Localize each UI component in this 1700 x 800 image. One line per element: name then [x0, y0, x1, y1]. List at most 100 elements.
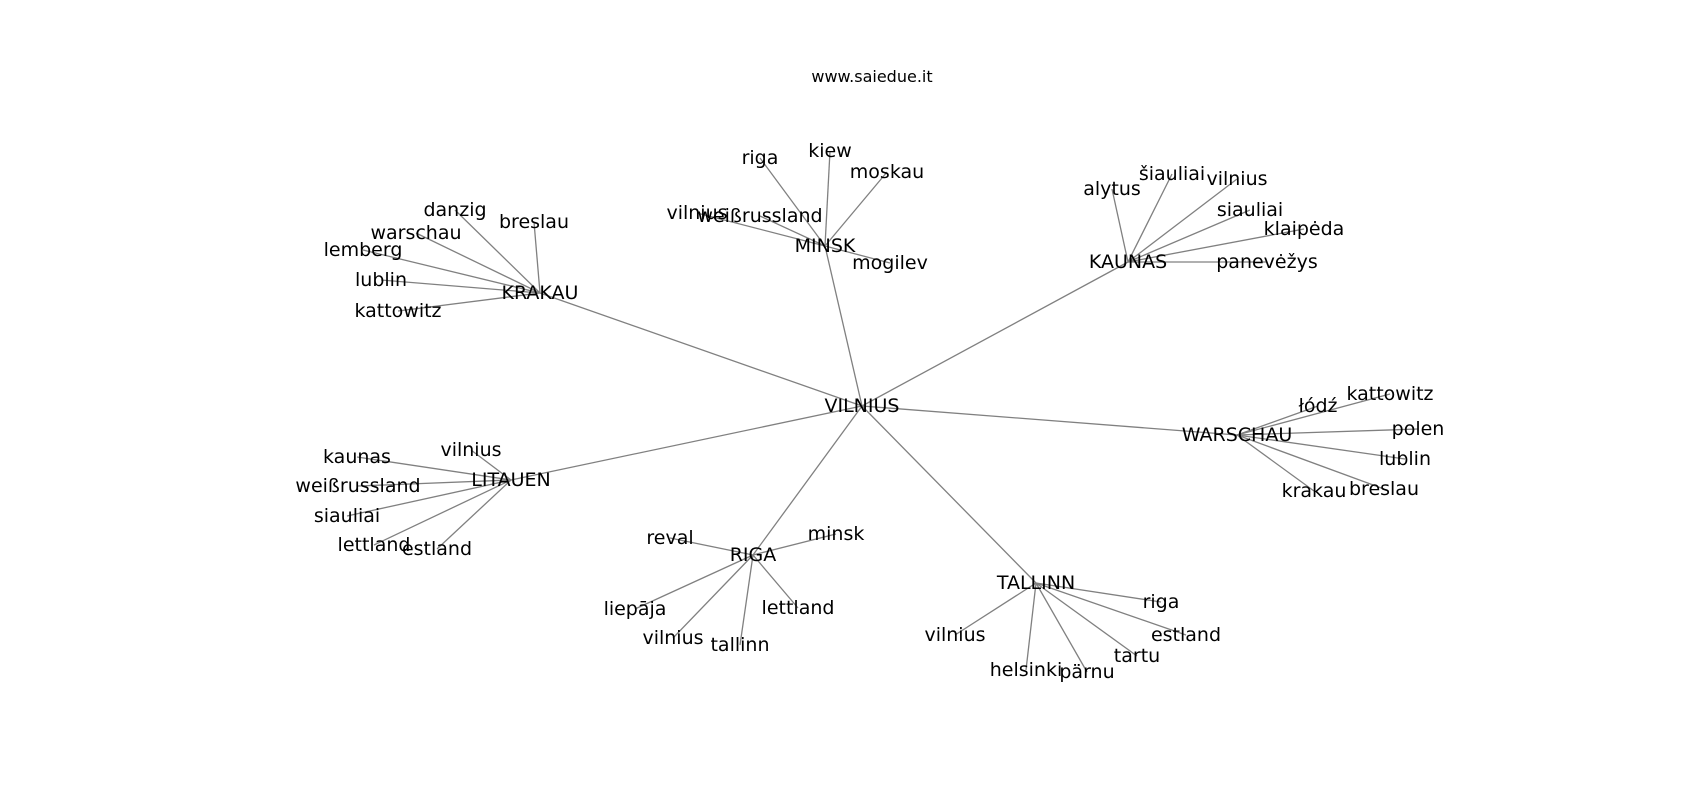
edge-tallinn-2: [1035, 582, 1187, 636]
leaf-node-label: łódź: [1298, 395, 1337, 417]
edge-minsk-3: [696, 212, 826, 247]
leaf-node-label: riga: [742, 147, 779, 169]
leaf-node-label: krakau: [1282, 480, 1347, 502]
leaf-node-label: vilnius: [642, 627, 703, 649]
edge-riga-0: [669, 537, 754, 556]
leaf-node-label: polen: [1392, 418, 1445, 440]
edge-krakau-1: [533, 221, 541, 294]
hub-node-label-riga: RIGA: [730, 544, 777, 566]
edge-krakau-5: [397, 292, 541, 312]
edge-minsk-4: [759, 215, 826, 247]
edge-tallinn-3: [1035, 582, 1138, 657]
leaf-node-label: kattowitz: [1346, 383, 1433, 405]
edge-warschau-4: [1236, 434, 1315, 492]
hub-node-label-tallinn: TALLINN: [996, 572, 1075, 594]
edge-minsk-0: [759, 157, 826, 247]
leaf-node-label: reval: [646, 527, 693, 549]
leaf-node-label: tallinn: [710, 634, 769, 656]
edge-root-warschau: [861, 405, 1238, 436]
leaf-node-label: vilnius: [440, 439, 501, 461]
leaf-node-label: lublin: [1379, 448, 1431, 470]
edge-litauen-1: [470, 449, 512, 481]
site-caption: www.saiedue.it: [811, 67, 932, 86]
leaf-node-label: breslau: [499, 211, 569, 233]
leaf-node-label: lublin: [355, 269, 407, 291]
edge-kaunas-0: [1111, 188, 1129, 263]
edge-riga-1: [752, 533, 837, 556]
edge-riga-2: [634, 554, 754, 610]
hub-node-label-warschau: WARSCHAU: [1182, 424, 1292, 446]
leaf-node-label: vilnius: [666, 202, 727, 224]
edge-tallinn-5: [1035, 582, 1088, 673]
leaf-node-label: kattowitz: [354, 300, 441, 322]
edge-litauen-4: [373, 479, 512, 546]
edge-litauen-0: [356, 456, 512, 481]
edge-kaunas-1: [1127, 173, 1173, 263]
leaf-node-label: breslau: [1349, 478, 1419, 500]
leaf-node-label: lemberg: [324, 239, 403, 261]
leaf-node-label: warschau: [370, 222, 461, 244]
edge-root-riga: [752, 405, 863, 556]
edge-krakau-0: [454, 209, 541, 294]
edge-riga-4: [672, 554, 754, 639]
edge-warschau-2: [1236, 428, 1419, 436]
leaf-node-label: moskau: [850, 161, 924, 183]
leaf-node-label: lettland: [762, 597, 835, 619]
edge-tallinn-0: [954, 582, 1037, 636]
leaf-node-label: panevėžys: [1216, 251, 1318, 273]
leaf-node-label: mogilev: [852, 252, 928, 274]
leaf-node-label: minsk: [808, 523, 865, 545]
edge-tallinn-1: [1035, 582, 1162, 603]
leaf-node-label: klaipėda: [1264, 218, 1345, 240]
edge-root-litauen: [510, 405, 863, 481]
leaf-node-label: kiew: [808, 140, 852, 162]
edge-kaunas-2: [1127, 178, 1238, 263]
root-node-label: VILNIUS: [825, 395, 900, 417]
edge-minsk-1: [824, 150, 831, 247]
edge-litauen-2: [357, 479, 512, 487]
edge-krakau-2: [415, 232, 541, 294]
hub-node-label-krakau: KRAKAU: [502, 282, 579, 304]
leaf-node-label: kaunas: [323, 446, 391, 468]
edge-root-tallinn: [861, 405, 1037, 584]
leaf-node-label: weißrussland: [295, 475, 420, 497]
leaf-node-label: siauliai: [1217, 199, 1283, 221]
leaf-node-label: alytus: [1083, 178, 1141, 200]
leaf-node-label: šiauliai: [1139, 163, 1205, 185]
edge-krakau-3: [362, 249, 541, 294]
leaf-node-label: lettland: [338, 534, 411, 556]
hub-node-label-minsk: MINSK: [795, 235, 856, 257]
leaf-node-label: riga: [1143, 591, 1180, 613]
edge-krakau-4: [380, 279, 541, 294]
edge-warschau-1: [1236, 393, 1391, 436]
edge-litauen-3: [346, 479, 512, 517]
leaf-node-label: siauliai: [314, 505, 380, 527]
edge-kaunas-4: [1127, 228, 1305, 263]
leaf-node-label: danzig: [423, 199, 486, 221]
edge-litauen-5: [436, 479, 512, 550]
edge-riga-3: [752, 554, 799, 609]
leaf-node-label: estland: [1151, 624, 1221, 646]
edge-warschau-0: [1236, 405, 1319, 436]
edge-root-krakau: [539, 292, 863, 407]
leaf-node-label: liepāja: [604, 598, 667, 620]
edge-minsk-5: [824, 245, 891, 264]
edge-warschau-3: [1236, 434, 1406, 460]
edge-riga-5: [739, 554, 754, 646]
edges-layer: [346, 150, 1419, 673]
leaf-node-label: estland: [402, 538, 472, 560]
edge-root-kaunas: [861, 261, 1129, 407]
leaf-node-label: weißrussland: [697, 205, 822, 227]
leaf-node-label: vilnius: [1206, 168, 1267, 190]
leaf-node-label: helsinki: [990, 659, 1063, 681]
edge-warschau-5: [1236, 434, 1385, 490]
hub-node-label-litauen: LITAUEN: [471, 469, 550, 491]
leaf-node-label: pärnu: [1059, 661, 1114, 683]
edge-root-minsk: [824, 245, 863, 407]
leaf-node-label: vilnius: [924, 624, 985, 646]
edge-kaunas-3: [1127, 209, 1251, 263]
leaf-node-label: tartu: [1114, 645, 1160, 667]
edge-tallinn-4: [1025, 582, 1037, 671]
